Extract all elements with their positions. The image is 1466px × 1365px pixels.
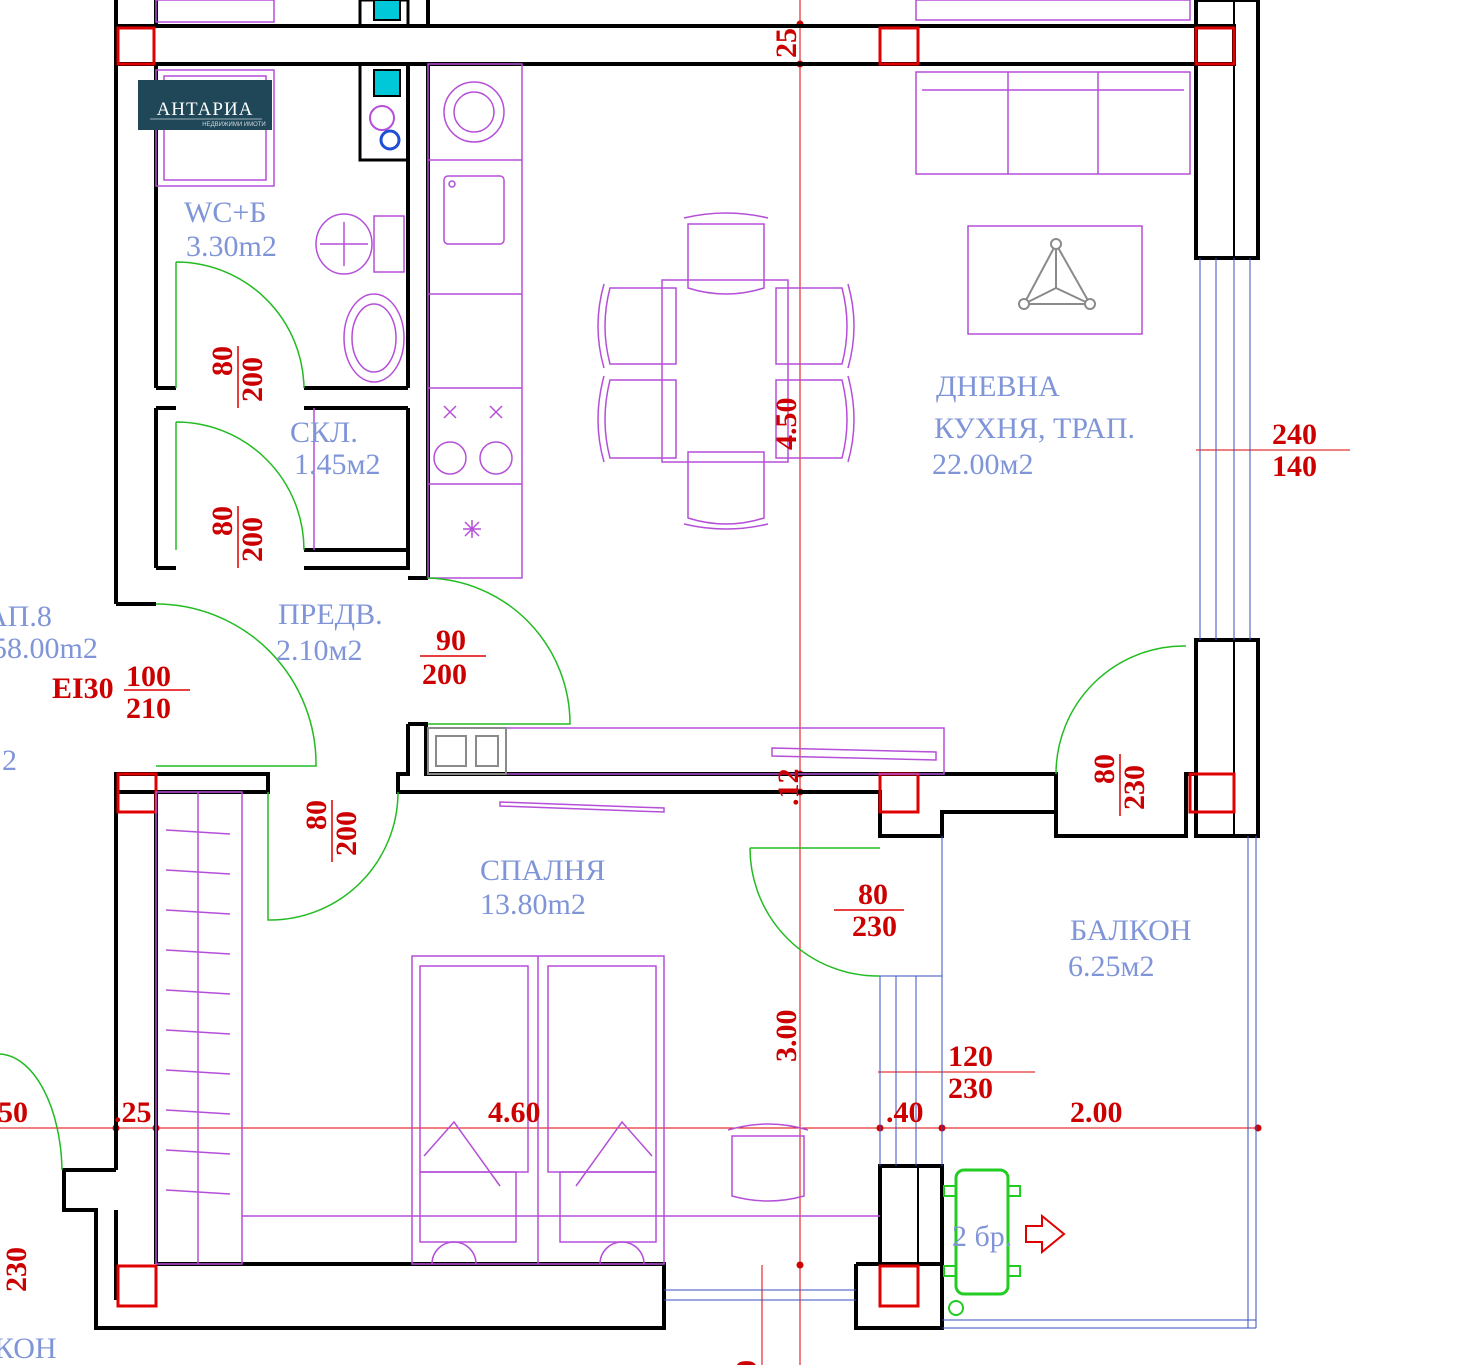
inner-wall-dim: .12 [772, 769, 805, 807]
left-span-dim: 50 [0, 1096, 28, 1129]
bedroom-window-height: 230 [948, 1072, 993, 1105]
left-door-height: 230 [0, 1247, 33, 1292]
bedroom-name: СПАЛНЯ [480, 854, 605, 887]
bottom-cut-dim: 00 [730, 1360, 763, 1365]
living-name: ДНЕВНА [936, 370, 1060, 403]
room-labels: WC+Б 3.30m2 СКЛ. 1.45м2 ДНЕВНА КУХНЯ, ТР… [0, 196, 1191, 1365]
balcony-wall-dim: .40 [886, 1096, 924, 1129]
bedroom-width-dim: 4.60 [488, 1096, 541, 1129]
left-fragment: 2 [2, 744, 17, 777]
living-name-2: КУХНЯ, ТРАП. [934, 412, 1135, 445]
bedroom-door-width: 80 [300, 800, 333, 830]
wall-dimensions: 25 4.50 .12 3.00 4.60 .25 50 .40 2.00 00 [0, 28, 1123, 1365]
apartment-area: 58.00m2 [0, 632, 98, 665]
top-wall-dim: 25 [770, 28, 803, 58]
balcony-name: БАЛКОН [1070, 914, 1191, 947]
arrow-right-icon [1025, 1213, 1066, 1255]
logo-name: АНТАРИА [157, 99, 254, 120]
door-swings [0, 261, 1187, 1171]
balcony-area: 6.25м2 [1068, 950, 1154, 983]
apartment-name: АП.8 [0, 600, 52, 633]
balcony-width-dim: 2.00 [1070, 1096, 1123, 1129]
left-wall-dim: .25 [114, 1096, 152, 1129]
sofa [915, 0, 1191, 175]
hall-name: ПРЕДВ. [278, 598, 383, 631]
wc-door-width: 80 [206, 346, 239, 376]
living-depth-dim: 4.50 [770, 398, 803, 451]
logo: АНТАРИА НЕДВИЖИМИ ИМОТИ [138, 80, 272, 130]
storage-door-height: 200 [236, 517, 269, 562]
bedroom-door-height: 200 [330, 811, 363, 856]
hall-door-width: 90 [436, 624, 466, 657]
living-balcony-door-height: 230 [1118, 765, 1151, 810]
entrance-rating: EI30 [52, 672, 114, 705]
wc-area: 3.30m2 [186, 230, 277, 263]
bedroom-window-width: 120 [948, 1040, 993, 1073]
storage-door-width: 80 [206, 506, 239, 536]
storage-area: 1.45м2 [294, 448, 380, 481]
wc-door-height: 200 [236, 357, 269, 402]
furniture [155, 0, 1191, 1265]
living-area: 22.00м2 [932, 448, 1033, 481]
bed [411, 955, 665, 1265]
columns [116, 26, 1236, 1308]
logo-tagline: НЕДВИЖИМИ ИМОТИ [202, 122, 266, 128]
bedroom-balcony-door-width: 80 [858, 878, 888, 911]
rug-logo-icon [1018, 238, 1096, 310]
entrance-width: 100 [126, 660, 171, 693]
bath-fixtures [358, 0, 410, 162]
bike-icon [943, 1168, 1021, 1316]
living-balcony-door-width: 80 [1088, 754, 1121, 784]
dining-chairs [597, 212, 855, 530]
entrance-height: 210 [126, 692, 171, 725]
door-dimensions: 80 200 80 200 90 200 EI30 100 210 80 200… [0, 346, 1317, 1292]
hall-door-height: 200 [422, 658, 467, 691]
bike-label: 2 бр. [952, 1220, 1012, 1253]
bedroom-depth-dim: 3.00 [770, 1010, 803, 1063]
living-window-width: 240 [1272, 418, 1317, 451]
left-bottom-fragment: КОН [0, 1332, 57, 1365]
bedroom-balcony-door-height: 230 [852, 910, 897, 943]
bedroom-area: 13.80m2 [480, 888, 586, 921]
living-window-height: 140 [1272, 450, 1317, 483]
storage-name: СКЛ. [290, 416, 358, 449]
hall-area: 2.10м2 [276, 634, 362, 667]
wc-name: WC+Б [184, 196, 266, 229]
